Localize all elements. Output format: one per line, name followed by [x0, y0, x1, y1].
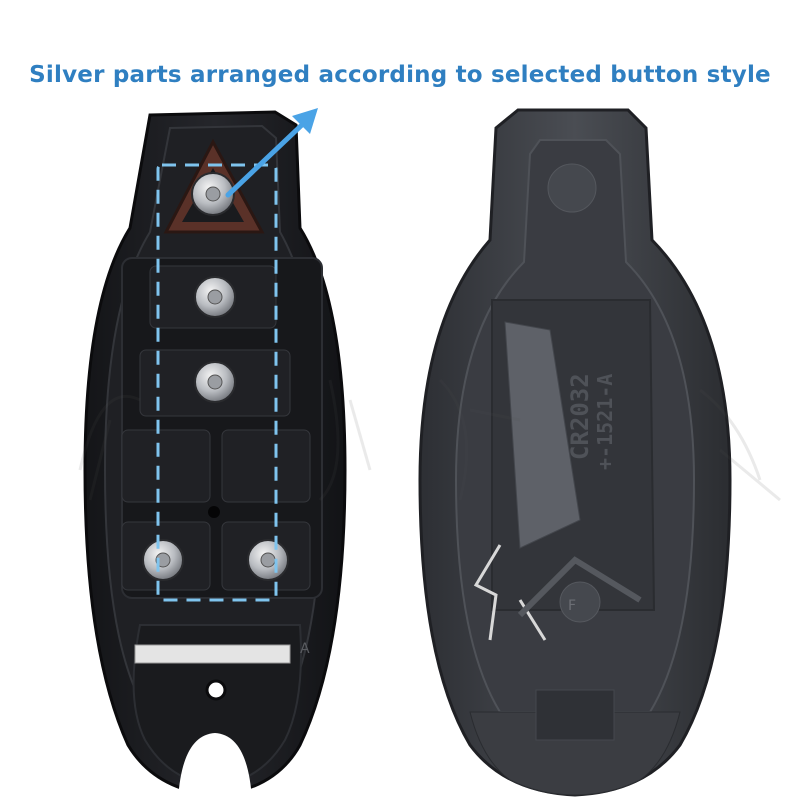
- mold-letter-f: F: [568, 598, 576, 614]
- silver-contact: [194, 276, 236, 318]
- button-pad: [121, 257, 323, 599]
- keyring-hole: [205, 679, 227, 701]
- arrow: [225, 108, 318, 198]
- left-shell: A: [83, 110, 347, 800]
- silver-contact: [247, 539, 289, 581]
- support-rib: [517, 556, 642, 618]
- battery-recess: [547, 163, 597, 213]
- bottom-notch: [178, 733, 252, 800]
- silver-contact: [142, 539, 184, 581]
- right-shell-floor: [469, 711, 681, 796]
- mold-boss: [559, 581, 601, 623]
- button-cell-4b: [221, 429, 311, 503]
- wire-contact: [473, 544, 502, 641]
- highlight-box: [156, 163, 278, 602]
- button-cell-4a: [121, 429, 211, 503]
- mold-letter-a: A: [300, 641, 310, 657]
- screw-hole: [208, 506, 220, 518]
- silver-contact: [194, 361, 236, 403]
- headline: Silver parts arranged according to selec…: [29, 62, 771, 88]
- floor-notch: [535, 689, 615, 741]
- molded-text-cr2032: CR2032: [566, 373, 594, 460]
- right-shell: F CR2032 +-1521-A: [418, 108, 732, 797]
- battery-tab: [504, 321, 581, 549]
- silver-contact: [191, 172, 235, 216]
- key-blade-slot: [134, 644, 291, 664]
- molded-text-part: +-1521-A: [593, 374, 617, 470]
